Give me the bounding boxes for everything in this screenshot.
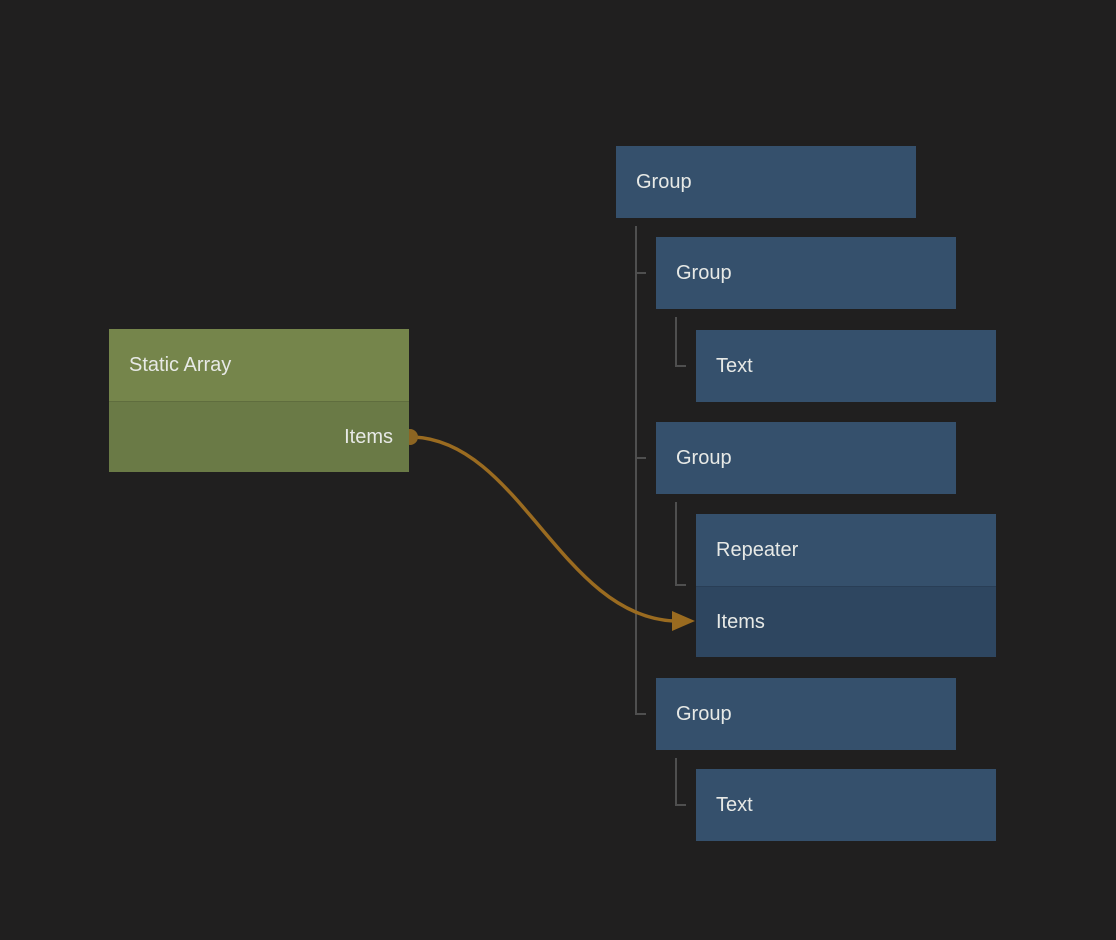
node-title: Text xyxy=(716,354,753,377)
static-array-output-row[interactable]: Items xyxy=(109,401,409,472)
node-text-2[interactable]: Text xyxy=(696,769,996,841)
tree-connector-group3-text xyxy=(675,758,686,806)
group-root-header[interactable]: Group xyxy=(616,146,916,218)
node-repeater[interactable]: Repeater Items xyxy=(696,514,996,657)
node-group-2[interactable]: Group xyxy=(656,422,956,494)
text-1-header[interactable]: Text xyxy=(696,330,996,402)
connection-wire[interactable] xyxy=(413,435,675,623)
node-group-root[interactable]: Group xyxy=(616,146,916,218)
group-2-header[interactable]: Group xyxy=(656,422,956,494)
node-group-1[interactable]: Group xyxy=(656,237,956,309)
group-3-header[interactable]: Group xyxy=(656,678,956,750)
tree-connector-group1-text xyxy=(675,317,686,367)
node-title: Group xyxy=(676,446,732,469)
tree-connector-group2-repeater xyxy=(675,502,686,586)
node-group-3[interactable]: Group xyxy=(656,678,956,750)
static-array-header[interactable]: Static Array xyxy=(109,329,409,401)
text-2-header[interactable]: Text xyxy=(696,769,996,841)
node-title: Text xyxy=(716,793,753,816)
node-title: Repeater xyxy=(716,538,799,561)
input-port-label: Items xyxy=(716,610,765,633)
node-title: Group xyxy=(636,170,692,193)
connection-arrowhead-icon xyxy=(672,611,695,631)
node-title: Static Array xyxy=(129,353,232,376)
output-port-label: Items xyxy=(344,425,393,448)
group-1-header[interactable]: Group xyxy=(656,237,956,309)
tree-connector-root xyxy=(635,226,646,715)
node-title: Group xyxy=(676,702,732,725)
repeater-header[interactable]: Repeater xyxy=(696,514,996,586)
repeater-items-input-row[interactable]: Items xyxy=(696,586,996,657)
node-title: Group xyxy=(676,261,732,284)
node-text-1[interactable]: Text xyxy=(696,330,996,402)
node-static-array[interactable]: Static Array Items xyxy=(109,329,409,472)
